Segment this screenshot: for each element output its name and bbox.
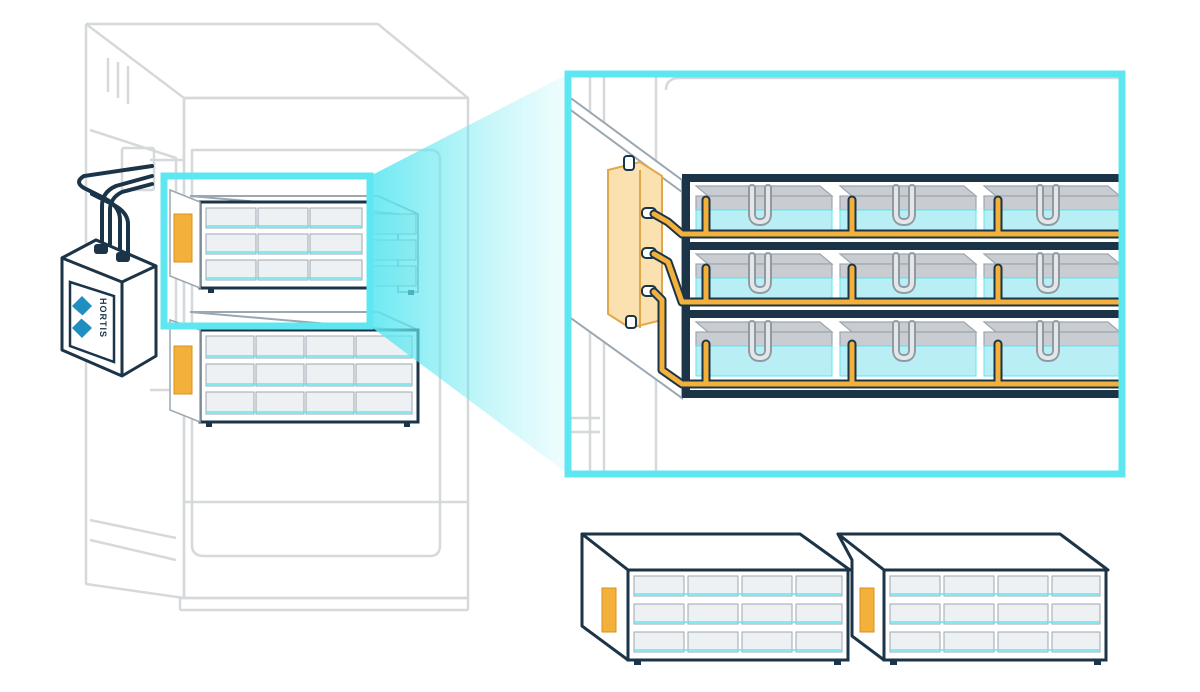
standalone-server-unit-1: [580, 532, 852, 665]
manifold-block: [859, 587, 875, 633]
coolant-hoses: [77, 164, 154, 258]
hortis-diamond-logo-icon: [72, 296, 92, 338]
rack-server-unit-1: [169, 188, 419, 295]
coolant-distribution-unit: HORTIS: [60, 238, 158, 378]
zoom-source-highlight: [160, 172, 374, 330]
rack-vent-slots: [106, 58, 130, 104]
brand-name: HORTIS: [98, 298, 108, 338]
drive-grid: [205, 335, 413, 415]
standalone-server-unit-2: [836, 532, 1110, 665]
rack-top: [86, 22, 470, 100]
zoom-detail-panel: [564, 70, 1126, 478]
zoom-manifold: [607, 155, 663, 330]
manifold-block: [601, 587, 617, 633]
manifold-block: [173, 213, 193, 263]
drive-grid: [205, 207, 363, 281]
manifold-block: [173, 345, 193, 395]
rack-server-unit-2: [169, 311, 420, 427]
zoom-beam: [370, 74, 568, 474]
coolant-pipes: [649, 195, 1122, 389]
